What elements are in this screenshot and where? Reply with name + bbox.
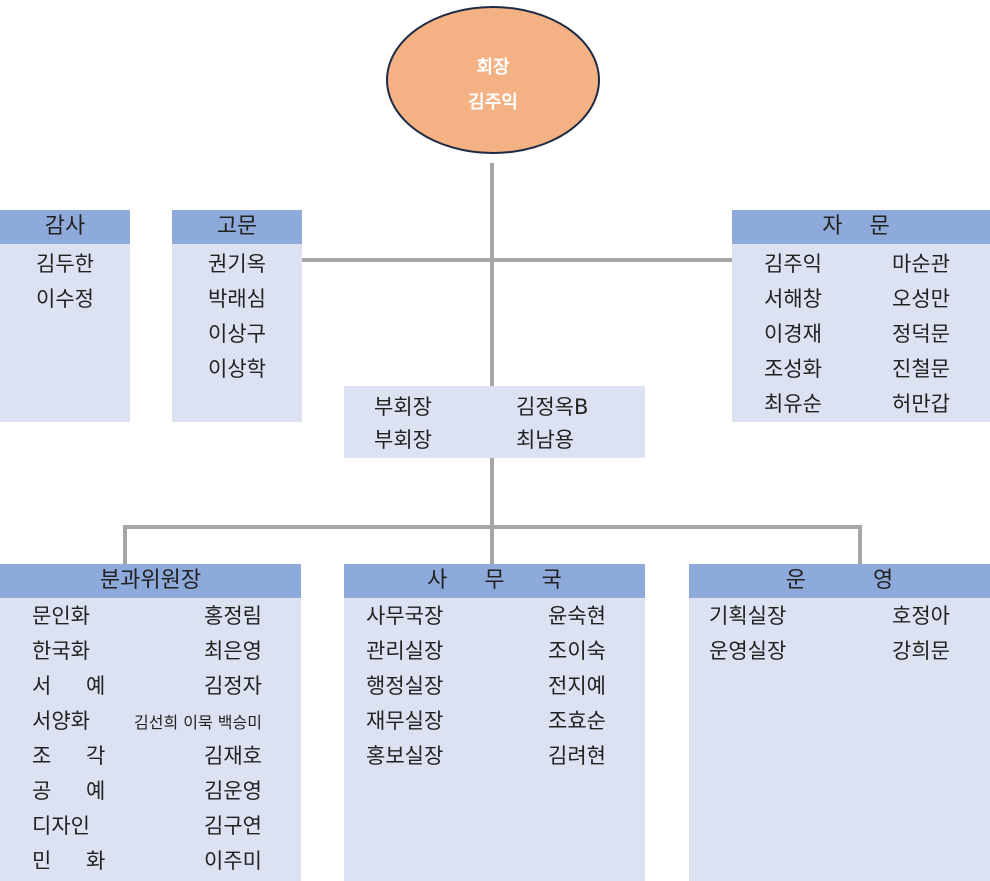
consult-box: 자 문 김주익 서해창 이경재 조성화 최유순 마순관 오성만 정덕문 진철문 … xyxy=(732,210,990,422)
operation-name: 호정아 xyxy=(892,604,950,628)
advisor-header: 고문 xyxy=(172,210,302,244)
advisor-box: 고문 권기옥 박래심 이상구 이상학 xyxy=(172,210,302,422)
consult-header: 자 문 xyxy=(732,210,990,244)
vice-role: 부회장 xyxy=(374,428,432,452)
committee-chair: 이주미 xyxy=(204,849,262,873)
committee-chair: 최은영 xyxy=(204,639,262,663)
office-role: 행정실장 xyxy=(366,674,444,698)
consult-member: 김주익 xyxy=(764,252,822,276)
committee-chair: 김구연 xyxy=(204,814,262,838)
office-name: 윤숙현 xyxy=(548,604,606,628)
advisor-member: 박래심 xyxy=(208,287,266,311)
audit-member: 김두한 xyxy=(36,252,94,276)
office-name: 조이숙 xyxy=(548,639,606,663)
consult-member: 최유순 xyxy=(764,392,822,416)
committee-field: 문인화 xyxy=(32,604,90,628)
committee-box: 분과위원장 문인화 한국화 서 예 서양화 조 각 공 예 디자인 민 화 홍정… xyxy=(0,564,301,881)
chairman-node: 회장 김주익 xyxy=(386,6,600,154)
chairman-name: 김주익 xyxy=(468,92,518,113)
consult-member: 이경재 xyxy=(764,322,822,346)
advisor-member: 권기옥 xyxy=(208,252,266,276)
operation-header: 운 영 xyxy=(689,564,990,598)
committee-field: 디자인 xyxy=(32,814,90,838)
consult-member: 정덕문 xyxy=(892,322,950,346)
vice-name: 최남용 xyxy=(516,428,574,452)
audit-header: 감사 xyxy=(0,210,130,244)
committee-field: 조 각 xyxy=(32,744,106,768)
consult-member: 서해창 xyxy=(764,287,822,311)
committee-field: 공 예 xyxy=(32,779,106,803)
audit-box: 감사 김두한 이수정 xyxy=(0,210,130,422)
consult-member: 조성화 xyxy=(764,357,822,381)
vice-role: 부회장 xyxy=(374,395,432,419)
committee-chair: 김선희 이묵 백승미 xyxy=(134,713,262,732)
consult-member: 마순관 xyxy=(892,252,950,276)
office-box: 사 무 국 사무국장 관리실장 행정실장 재무실장 홍보실장 윤숙현 조이숙 전… xyxy=(344,564,645,881)
office-role: 관리실장 xyxy=(366,639,444,663)
advisor-member: 이상학 xyxy=(208,357,266,381)
chairman-title: 회장 xyxy=(476,57,510,78)
committee-field: 민 화 xyxy=(32,849,106,873)
committee-chair: 홍정림 xyxy=(204,604,262,628)
committee-field: 한국화 xyxy=(32,639,90,663)
consult-member: 오성만 xyxy=(892,287,950,311)
committee-header: 분과위원장 xyxy=(0,564,301,598)
committee-field: 서양화 xyxy=(32,709,90,733)
consult-member: 허만갑 xyxy=(892,392,950,416)
vice-chairman-box: 부회장 김정옥B 부회장 최남용 xyxy=(344,386,645,458)
office-role: 홍보실장 xyxy=(366,744,444,768)
operation-role: 기획실장 xyxy=(709,604,787,628)
office-role: 재무실장 xyxy=(366,709,444,733)
committee-field: 서 예 xyxy=(32,674,106,698)
office-name: 김려현 xyxy=(548,744,606,768)
advisor-member: 이상구 xyxy=(208,322,266,346)
operation-name: 강희문 xyxy=(892,639,950,663)
committee-chair: 김정자 xyxy=(204,674,262,698)
operation-role: 운영실장 xyxy=(709,639,787,663)
vice-name: 김정옥B xyxy=(516,395,589,419)
office-name: 조효순 xyxy=(548,709,606,733)
committee-chair: 김운영 xyxy=(204,779,262,803)
office-header: 사 무 국 xyxy=(344,564,645,598)
office-name: 전지예 xyxy=(548,674,606,698)
audit-member: 이수정 xyxy=(36,287,94,311)
operation-box: 운 영 기획실장 운영실장 호정아 강희문 xyxy=(689,564,990,881)
office-role: 사무국장 xyxy=(366,604,444,628)
consult-member: 진철문 xyxy=(892,357,950,381)
committee-chair: 김재호 xyxy=(204,744,262,768)
